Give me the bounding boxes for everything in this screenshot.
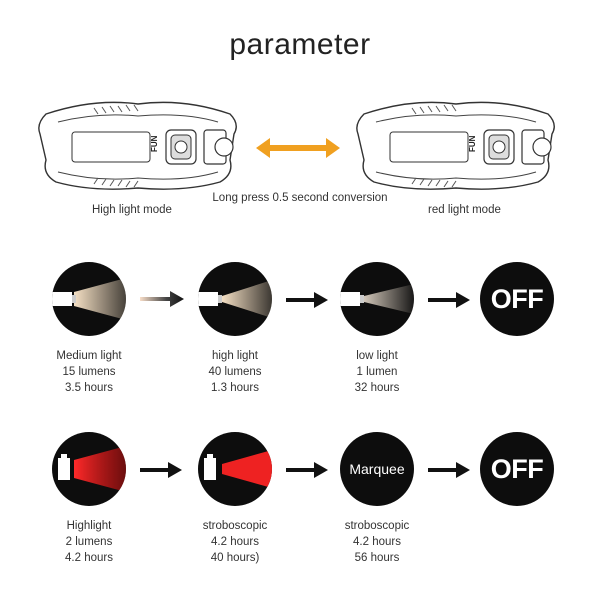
- off-icon: OFF: [480, 262, 554, 336]
- marquee-text: Marquee: [349, 461, 405, 477]
- high-light-mode-label: High light mode: [92, 204, 172, 216]
- arrow-right-icon: [286, 292, 328, 308]
- flashlight-device-left: FUN: [38, 101, 237, 190]
- red-highlight-icon: [52, 432, 126, 506]
- off-icon: OFF: [480, 432, 554, 506]
- double-arrow-icon: [256, 138, 340, 158]
- arrow-right-icon: [428, 292, 470, 308]
- arrow-right-icon: [428, 462, 470, 478]
- off-text: OFF: [490, 284, 544, 314]
- arrow-right-icon: [140, 462, 182, 478]
- arrow-right-icon: [286, 462, 328, 478]
- medium-light-icon: [52, 262, 126, 336]
- conversion-label: Long press 0.5 second conversion: [212, 192, 388, 204]
- flashlight-device-right: FUN: [356, 101, 555, 190]
- low-light-icon: [340, 262, 414, 336]
- fun-button-text: FUN: [150, 135, 159, 152]
- marquee-icon: Marquee: [340, 432, 414, 506]
- fun-button-text: FUN: [468, 135, 477, 152]
- red-strobe-icon: [198, 432, 272, 506]
- arrow-right-icon: [140, 291, 184, 307]
- page-title: parameter: [229, 28, 371, 61]
- red-light-mode-label: red light mode: [428, 204, 501, 216]
- off-text: OFF: [490, 454, 544, 484]
- high-light-icon: [198, 262, 272, 336]
